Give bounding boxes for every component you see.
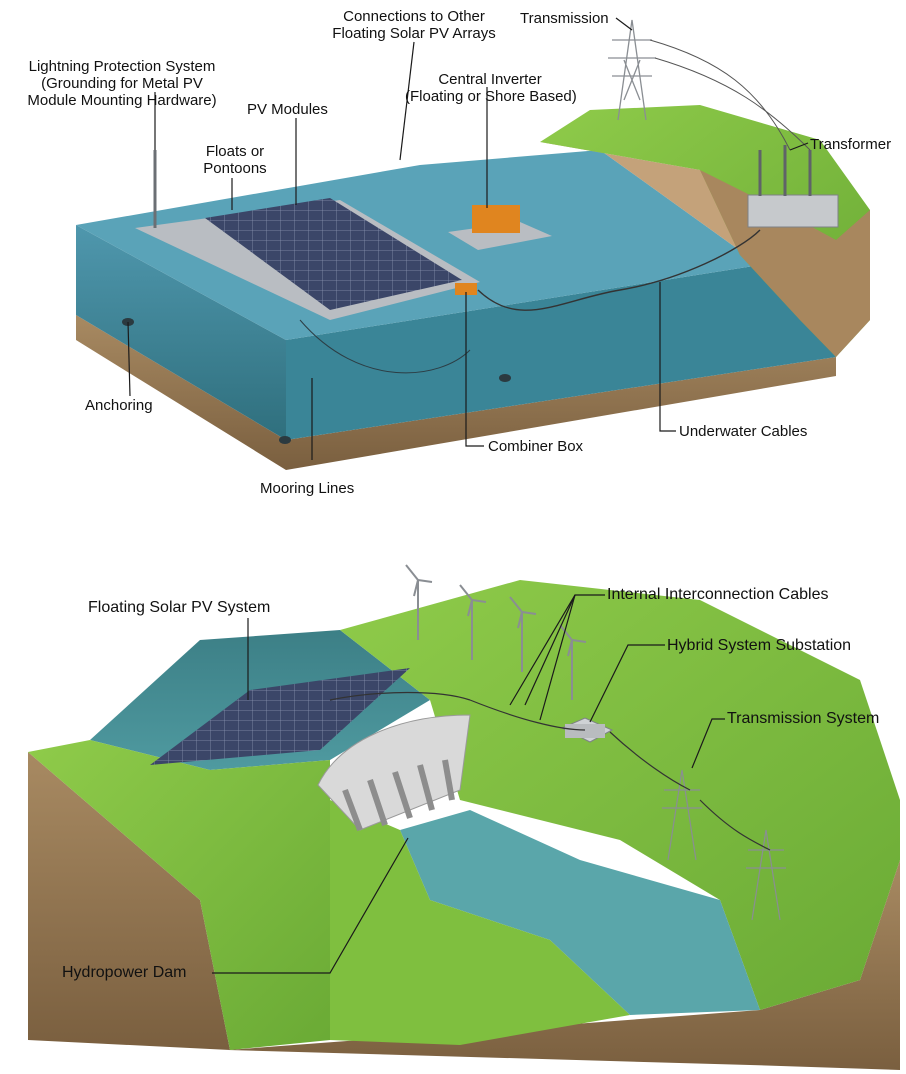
hill-cut <box>700 170 870 357</box>
soil-base <box>76 315 836 470</box>
pv-modules-label: PV Modules <box>247 101 328 118</box>
lightning-label-line2: (Grounding for Metal PV <box>41 75 203 92</box>
transmission-line <box>699 799 771 851</box>
mooring-lines-label: Mooring Lines <box>260 480 355 497</box>
hybrid-substation-label: Hybrid System Substation <box>667 637 852 654</box>
transmission-tower <box>608 19 656 121</box>
underwater-cable <box>477 229 761 311</box>
floats-label-line1: Floats or <box>205 143 265 160</box>
lightning-label-line1: Lightning Protection System <box>28 58 216 75</box>
interconnection-cable <box>329 691 471 701</box>
top-diagram <box>76 17 870 470</box>
hydropower-dam-label: Hydropower Dam <box>62 964 187 981</box>
lightning-protection-label: Lightning Protection System (Grounding f… <box>12 58 232 109</box>
floats-label: Floats or Pontoons <box>192 143 278 177</box>
bottom-diagram <box>28 564 900 1070</box>
internal-cables-label: Internal Interconnection Cables <box>607 586 829 603</box>
hybrid-substation <box>560 717 614 743</box>
transformer <box>747 145 839 228</box>
connections-label-line2: Floating Solar PV Arrays <box>332 25 496 42</box>
central-inverter <box>472 205 520 233</box>
transformer-label: Transformer <box>810 136 892 153</box>
transmission-line <box>609 731 691 791</box>
central-inverter-label: Central Inverter (Floating or Shore Base… <box>405 71 577 105</box>
soil-left <box>28 752 230 1050</box>
combiner-box <box>455 283 477 295</box>
interconnection-cable <box>469 699 586 731</box>
pv-array <box>205 198 462 310</box>
terrain-right <box>340 580 900 1010</box>
terrain-bank <box>330 800 630 1045</box>
anchoring-label: Anchoring <box>85 397 153 414</box>
transmission-system-label: Transmission System <box>727 710 880 727</box>
hydropower-dam <box>317 714 471 832</box>
anchor <box>499 374 511 382</box>
wind-turbines <box>405 564 587 700</box>
inverter-label-line2: (Floating or Shore Based) <box>405 88 577 105</box>
floating-solar-array <box>150 668 410 765</box>
underwater-cables-label: Underwater Cables <box>679 423 808 440</box>
floats-label-line2: Pontoons <box>203 160 267 177</box>
transmission-label: Transmission <box>520 10 609 27</box>
water-surface <box>76 150 760 340</box>
water-left-face <box>76 225 286 440</box>
river <box>400 810 760 1015</box>
connections-label-line1: Connections to Other <box>343 8 485 25</box>
combiner-box-label: Combiner Box <box>488 438 584 455</box>
inverter-label-line1: Central Inverter <box>438 71 542 88</box>
connections-label: Connections to Other Floating Solar PV A… <box>304 8 524 42</box>
soil-right <box>228 860 900 1070</box>
floating-solar-label: Floating Solar PV System <box>88 599 271 616</box>
transmission-towers <box>662 769 786 921</box>
lightning-label-line3: Module Mounting Hardware) <box>27 92 217 109</box>
water-front-face <box>286 265 836 440</box>
anchor <box>279 436 291 444</box>
mooring-line <box>299 319 471 374</box>
